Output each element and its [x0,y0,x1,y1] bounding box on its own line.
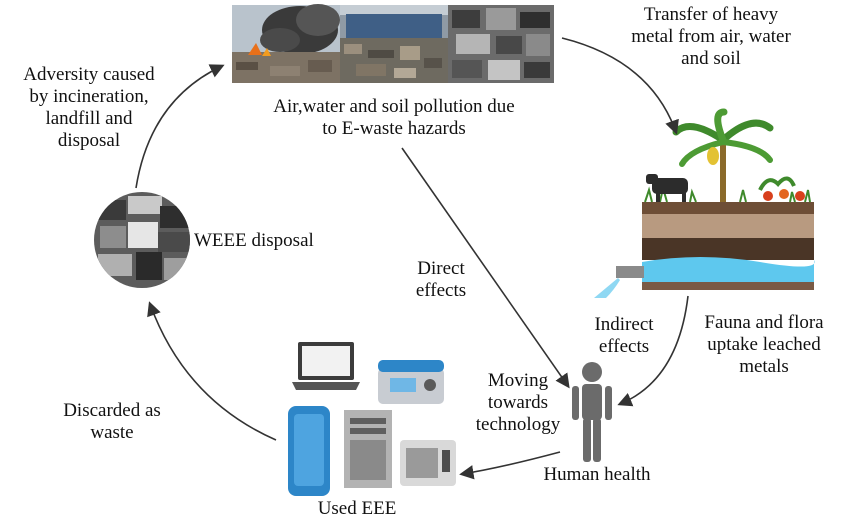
adversity-line-4: disposal [57,130,121,151]
incineration-photo [232,4,340,83]
weee-disposal-label: WEEE disposal [194,230,334,252]
adversity-line-3: landfill and [45,108,133,129]
desktop-tower-icon [344,410,392,488]
arrow-pollution-to-human-direct [401,147,570,389]
adversity-label: Adversity caused by incineration, landfi… [4,64,174,152]
direct-effects-line-2: effects [415,280,467,301]
direct-effects-line-1: Direct [417,258,465,279]
soil-plant-illustration [594,108,815,298]
microwave-icon [400,440,456,486]
arrow-eee-to-weee [147,301,277,441]
lab-device-icon [378,360,444,404]
arrow-soil-to-human [617,295,689,407]
fauna-flora-line-3: metals [739,356,789,377]
pollution-caption-line-1: Air,water and soil pollution due [273,96,515,117]
human-health-label: Human health [522,464,672,486]
landfill-water-photo [340,5,448,83]
transfer-line-1: Transfer of heavy [643,4,779,25]
discarded-line-1: Discarded as [63,400,161,421]
indirect-effects-line-1: Indirect [594,314,654,335]
moving-line-1: Moving [487,370,549,391]
moving-line-3: technology [475,414,561,435]
indirect-effects-label: Indirect effects [582,314,666,358]
arrow-weee-to-pollution [135,64,225,189]
moving-line-2: towards [487,392,549,413]
adversity-line-2: by incineration, [29,86,149,107]
human-figure [572,362,612,462]
cycle-arrows [135,37,689,480]
indirect-effects-line-2: effects [598,336,650,357]
used-eee-devices [288,342,456,496]
transfer-heavy-metal-label: Transfer of heavy metal from air, water … [616,4,806,70]
pollution-caption-label: Air,water and soil pollution due to E-wa… [232,96,556,140]
arrow-pollution-to-soil [561,37,679,135]
used-eee-line-1: Used EEE [317,498,397,519]
smartphone-icon [288,406,330,496]
pollution-caption-line-2: to E-waste hazards [322,118,466,139]
used-eee-label: Used EEE [302,498,412,520]
weee-disposal-photo [94,192,190,288]
fauna-flora-label: Fauna and flora uptake leached metals [682,312,846,378]
fauna-flora-line-2: uptake leached [707,334,821,355]
weee-disposal-line-1: WEEE disposal [194,230,314,251]
moving-towards-technology-label: Moving towards technology [466,370,570,436]
transfer-line-2: metal from air, water [631,26,791,47]
direct-effects-label: Direct effects [404,258,478,302]
arrow-human-to-eee [459,451,561,480]
discarded-as-waste-label: Discarded as waste [52,400,172,444]
e-waste-pile-photo [448,5,554,83]
laptop-icon [292,342,360,390]
transfer-line-3: and soil [681,48,741,69]
pollution-photo-strip [232,4,554,83]
discarded-line-2: waste [90,422,134,443]
adversity-line-1: Adversity caused [23,64,155,85]
human-health-line-1: Human health [543,464,651,485]
fauna-flora-line-1: Fauna and flora [704,312,824,333]
